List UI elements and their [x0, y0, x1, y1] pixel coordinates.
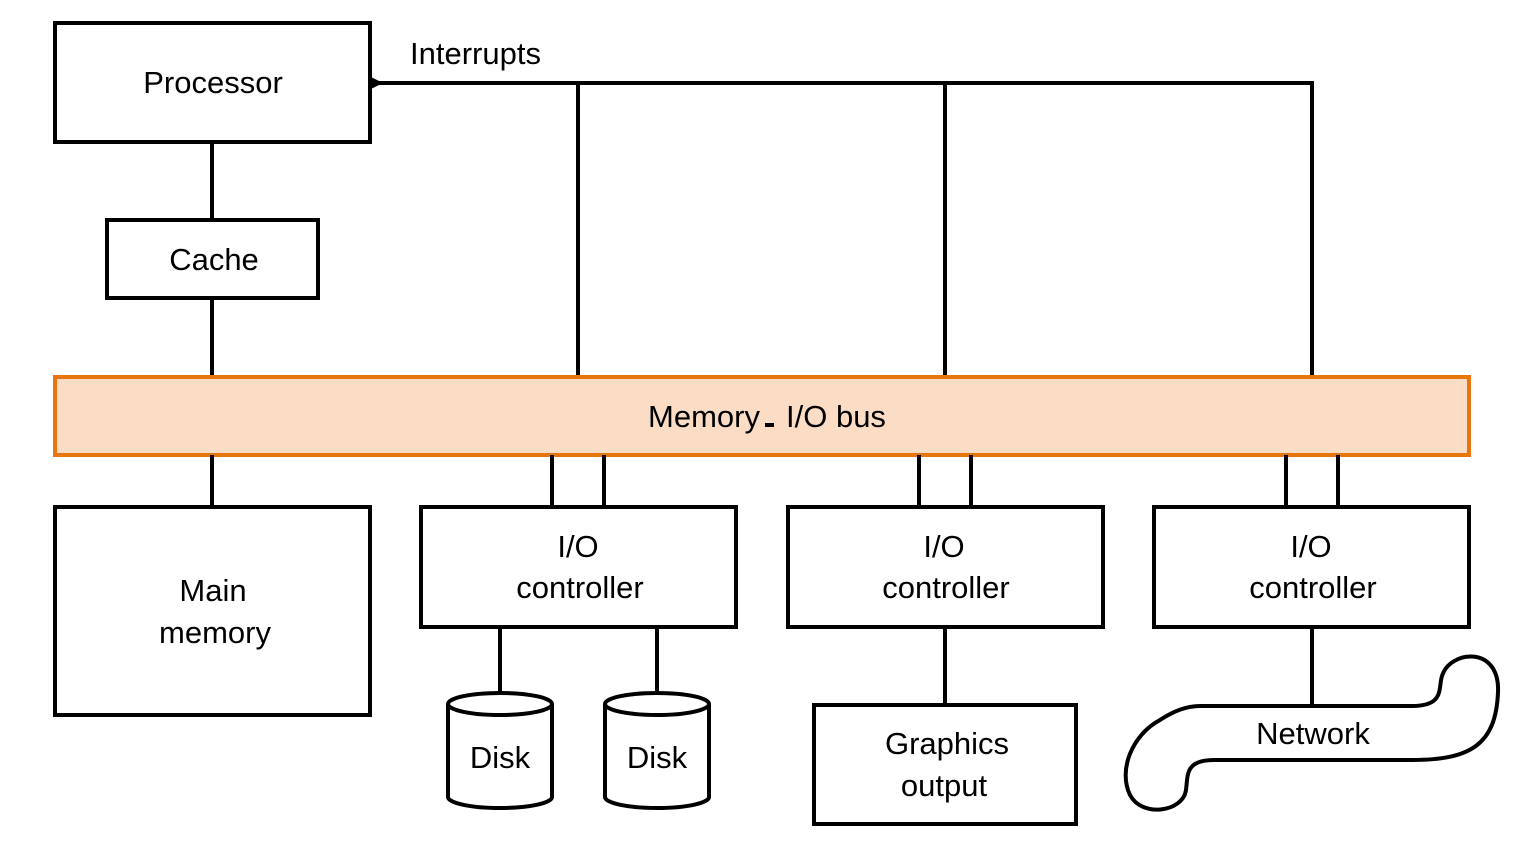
bus-controller-links — [550, 455, 1340, 507]
graphics-output-label-line1: Graphics — [885, 726, 1009, 761]
interrupts-label: Interrupts — [410, 36, 541, 71]
main-memory-label-line1: Main — [179, 573, 246, 608]
io-controller-3-label-line1: I/O — [1290, 529, 1331, 564]
disk-1 — [446, 691, 554, 810]
disk-2-body — [603, 704, 711, 810]
disk-2-top — [603, 691, 711, 717]
io-controller-1-box — [419, 505, 738, 629]
processor-label: Processor — [143, 65, 283, 100]
disk-2 — [603, 691, 711, 810]
cache-label: Cache — [169, 242, 259, 277]
main-memory-box — [53, 505, 372, 717]
disk-1-body — [446, 704, 554, 810]
disk-2-label: Disk — [627, 740, 688, 775]
io-controller-3-box — [1152, 505, 1471, 629]
memory-io-bus — [53, 375, 1471, 457]
io-controller-2-box — [786, 505, 1105, 629]
io-controller-1-label-line2: controller — [516, 570, 644, 605]
network-shape — [1123, 654, 1501, 812]
io-controller-1-label-line1: I/O — [557, 529, 598, 564]
io-controller-3-label-line2: controller — [1249, 570, 1377, 605]
main-memory-label-line2: memory — [159, 615, 271, 650]
graphics-output-box — [812, 703, 1078, 826]
disk-1-label: Disk — [470, 740, 531, 775]
processor-box — [53, 21, 372, 144]
interrupt-lines — [371, 77, 1314, 377]
graphics-output-label-line2: output — [901, 768, 988, 803]
bus-label-dash — [765, 423, 774, 427]
bus-label-memory: Memory — [648, 399, 760, 434]
network-label: Network — [1256, 716, 1370, 751]
bus-label-io-bus: I/O bus — [786, 399, 886, 434]
io-controller-2-label-line1: I/O — [923, 529, 964, 564]
disk-1-top — [446, 691, 554, 717]
io-controller-2-label-line2: controller — [882, 570, 1010, 605]
